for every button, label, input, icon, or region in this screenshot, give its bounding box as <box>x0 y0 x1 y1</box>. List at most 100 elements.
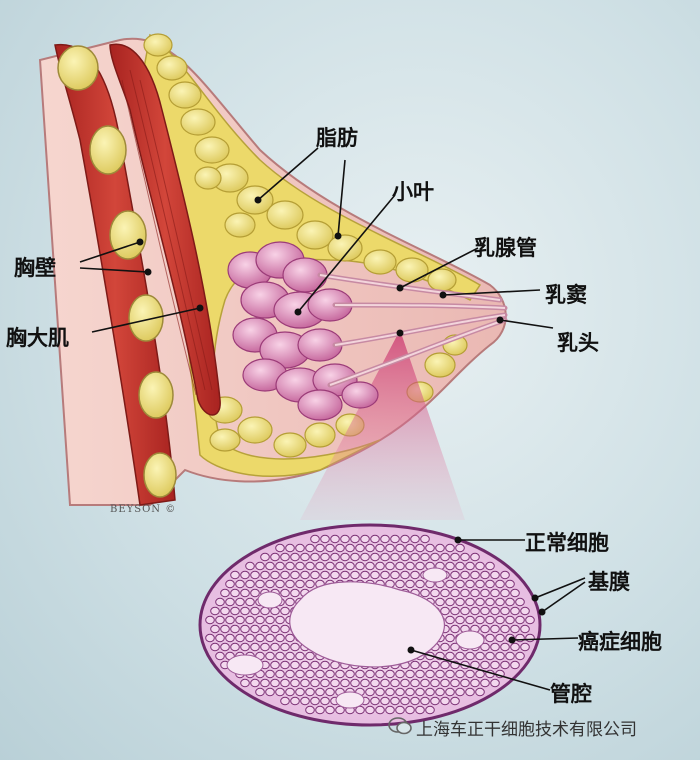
epithelial-cell <box>280 570 290 580</box>
epithelial-cell <box>240 588 250 598</box>
epithelial-cell <box>380 570 390 580</box>
epithelial-cell <box>215 597 225 607</box>
epithelial-cell <box>440 606 450 616</box>
epithelial-cell <box>345 543 355 553</box>
epithelial-cell <box>340 534 350 544</box>
epithelial-cell <box>475 615 485 625</box>
epithelial-cell <box>370 696 380 706</box>
label-lumen: 管腔 <box>550 682 592 706</box>
epithelial-cell <box>490 570 500 580</box>
epithelial-cell <box>460 570 470 580</box>
epithelial-cell <box>230 588 240 598</box>
epithelial-cell <box>345 561 355 571</box>
epithelial-cell <box>390 570 400 580</box>
epithelial-cell <box>440 696 450 706</box>
epithelial-cell <box>325 705 335 715</box>
epithelial-cell <box>305 669 315 679</box>
epithelial-cell <box>260 678 270 688</box>
epithelial-cell <box>270 570 280 580</box>
epithelial-cell <box>405 669 415 679</box>
epithelial-cell <box>455 597 465 607</box>
epithelial-cell <box>235 579 245 589</box>
epithelial-cell <box>230 642 240 652</box>
epithelial-cell <box>400 552 410 562</box>
epithelial-cell <box>245 615 255 625</box>
epithelial-cell <box>260 642 270 652</box>
epithelial-cell <box>385 543 395 553</box>
epithelial-cell <box>500 642 510 652</box>
epithelial-cell <box>455 687 465 697</box>
epithelial-cell <box>395 579 405 589</box>
epithelial-cell <box>420 552 430 562</box>
lumen-area <box>289 581 445 668</box>
epithelial-cell <box>330 534 340 544</box>
epithelial-cell <box>340 678 350 688</box>
epithelial-cell <box>480 642 490 652</box>
epithelial-cell <box>280 588 290 598</box>
epithelial-cell <box>300 552 310 562</box>
epithelial-cell <box>490 678 500 688</box>
epithelial-cell <box>490 624 500 634</box>
epithelial-cell <box>325 669 335 679</box>
epithelial-cell <box>325 543 335 553</box>
epithelial-cell <box>480 588 490 598</box>
epithelial-cell <box>270 678 280 688</box>
epithelial-cell <box>280 660 290 670</box>
epithelial-cell <box>490 660 500 670</box>
epithelial-cell <box>375 561 385 571</box>
epithelial-cell <box>320 660 330 670</box>
epithelial-cell <box>490 642 500 652</box>
epithelial-cell <box>500 624 510 634</box>
epithelial-cell <box>385 705 395 715</box>
epithelial-cell <box>360 534 370 544</box>
epithelial-cell <box>395 561 405 571</box>
epithelial-cell <box>250 606 260 616</box>
epithelial-cell <box>465 687 475 697</box>
epithelial-cell <box>485 633 495 643</box>
illustrator-credit: BEYSON © <box>110 504 177 515</box>
fat-lobules <box>143 33 468 458</box>
epithelial-cell <box>350 678 360 688</box>
epithelial-cell <box>215 651 225 661</box>
epithelial-cell <box>460 678 470 688</box>
epithelial-cell <box>415 579 425 589</box>
epithelial-cell <box>470 570 480 580</box>
epithelial-cell <box>280 552 290 562</box>
label-duct: 乳腺管 <box>474 236 537 260</box>
epithelial-cell <box>430 678 440 688</box>
epithelial-cell <box>475 579 485 589</box>
epithelial-cell <box>265 561 275 571</box>
epithelial-cell <box>445 651 455 661</box>
epithelial-cell <box>285 669 295 679</box>
epithelial-cell <box>395 705 405 715</box>
epithelial-cell <box>255 561 265 571</box>
epithelial-cell <box>295 669 305 679</box>
epithelial-cell <box>420 588 430 598</box>
epithelial-cell <box>445 633 455 643</box>
epithelial-cell <box>485 579 495 589</box>
epithelial-cell <box>240 606 250 616</box>
epithelial-cell <box>375 543 385 553</box>
epithelial-cell <box>210 606 220 616</box>
epithelial-cell <box>310 534 320 544</box>
epithelial-cell <box>245 561 255 571</box>
epithelial-cell <box>330 570 340 580</box>
epithelial-cell <box>450 570 460 580</box>
epithelial-cell <box>390 552 400 562</box>
epithelial-cell <box>275 687 285 697</box>
epithelial-cell <box>365 705 375 715</box>
epithelial-cell <box>300 696 310 706</box>
epithelial-cell <box>460 606 470 616</box>
epithelial-cell <box>250 624 260 634</box>
epithelial-cell <box>205 615 215 625</box>
epithelial-cell <box>505 597 515 607</box>
label-cancer-cell: 癌症细胞 <box>578 630 662 654</box>
epithelial-cell <box>215 633 225 643</box>
epithelial-cell <box>240 570 250 580</box>
epithelial-cell <box>390 696 400 706</box>
epithelial-cell <box>275 615 285 625</box>
epithelial-cell <box>295 651 305 661</box>
pectoralis-muscle <box>109 43 221 416</box>
epithelial-cell <box>215 615 225 625</box>
epithelial-cell <box>410 570 420 580</box>
